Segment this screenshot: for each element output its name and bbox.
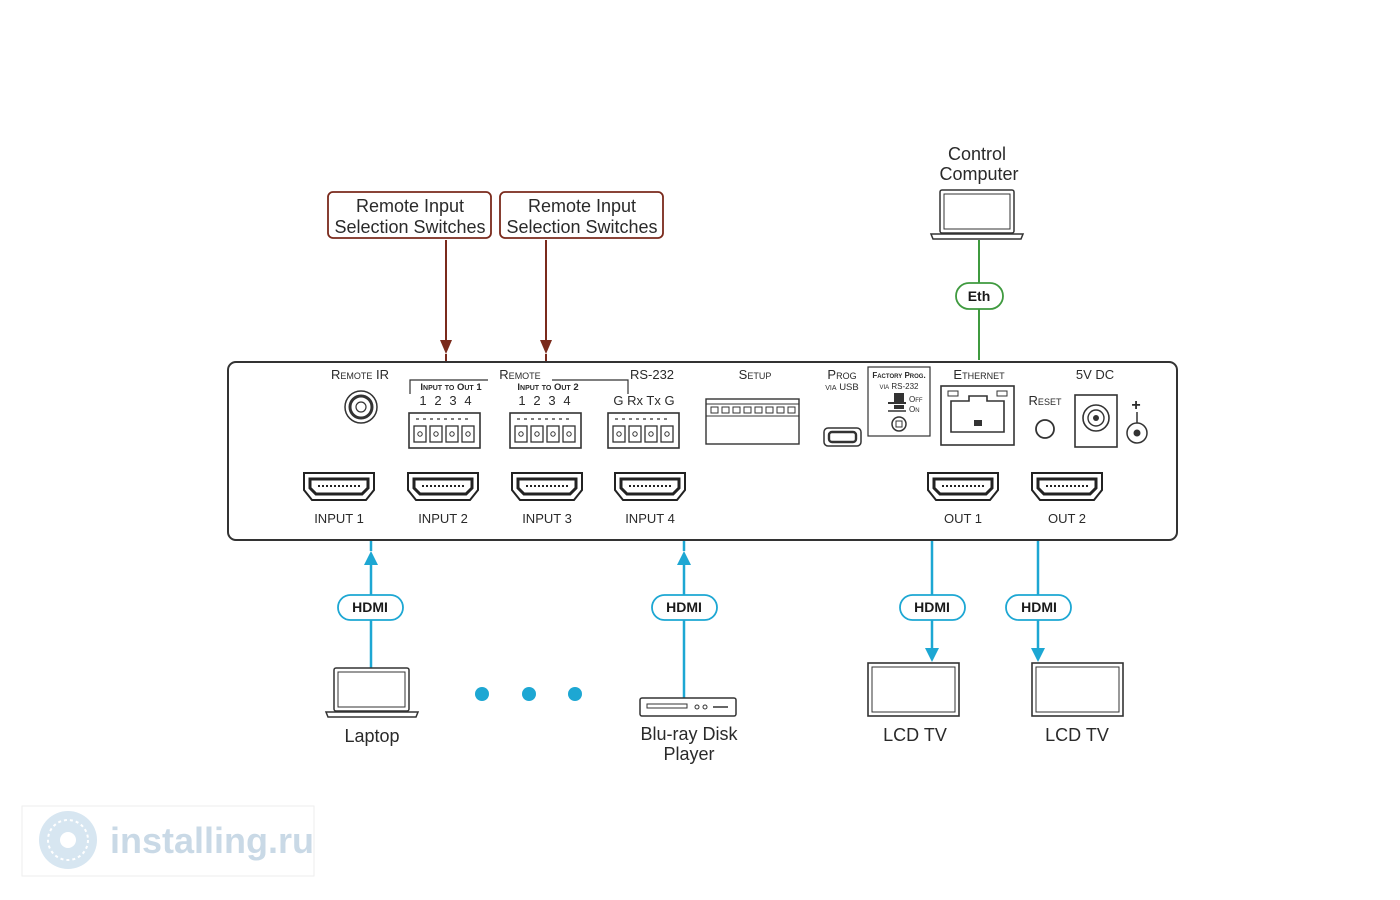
dot-2: [522, 687, 536, 701]
rs232-label: RS-232: [630, 367, 674, 382]
hdmi-input1-port-icon: [303, 472, 375, 501]
dot-3: [568, 687, 582, 701]
ethernet-port-icon: [940, 385, 1015, 446]
pin-out2-1: 1: [518, 393, 525, 408]
out2-label: OUT 2: [1048, 511, 1086, 526]
reset-button: [1035, 419, 1055, 439]
hdmi-badge-bluray: HDMI: [651, 594, 718, 621]
input2-label: INPUT 2: [418, 511, 468, 526]
terminal-block-out1: [408, 412, 481, 449]
hdmi-badge-tv2-label: HDMI: [1021, 599, 1057, 615]
bluray-device: Blu-ray Disk Player: [639, 697, 739, 764]
input-to-out2-label: Input to Out 2: [517, 382, 578, 393]
hdmi-input3-port-icon: [511, 472, 583, 501]
eth-badge: Eth: [955, 282, 1004, 310]
eth-badge-label: Eth: [968, 288, 991, 304]
hdmi-input2-port-icon: [407, 472, 479, 501]
watermark: installing.ru: [21, 805, 315, 877]
bluray-label-line2: Player: [663, 744, 714, 764]
hdmi-input4-port-icon: [614, 472, 686, 501]
dc-polarity-icon: [1126, 412, 1148, 444]
pin-out2-3: 3: [548, 393, 555, 408]
tv2-device: LCD TV: [1031, 662, 1124, 745]
callout-remote-out2: Remote Input Selection Switches: [499, 191, 664, 239]
device-rear-panel: Remote IR Remote Input to Out 1 Input to…: [227, 361, 1178, 541]
input3-label: INPUT 3: [522, 511, 572, 526]
bluray-player-icon: [639, 697, 737, 717]
tv1-label: LCD TV: [883, 725, 947, 745]
more-sources-dots: [475, 687, 582, 701]
control-computer-line2: Computer: [939, 164, 1018, 184]
watermark-text: installing.ru: [110, 820, 314, 861]
callout-remote-out1-line1: Remote Input: [356, 196, 464, 216]
hdmi-out1-port-icon: [927, 472, 999, 501]
via-rs232-label: via RS-232: [879, 382, 919, 391]
hdmi-badge-tv2: HDMI: [1005, 594, 1072, 621]
tv2-label: LCD TV: [1045, 725, 1109, 745]
watermark-logo-icon: [39, 811, 97, 869]
hdmi-badge-bluray-label: HDMI: [666, 599, 702, 615]
prog-label: Prog: [827, 367, 856, 382]
out1-label: OUT 1: [944, 511, 982, 526]
laptop-label: Laptop: [344, 726, 399, 746]
hdmi-badge-tv1: HDMI: [899, 594, 966, 621]
pin-out1-1: 1: [419, 393, 426, 408]
laptop-icon: [324, 667, 420, 718]
callout-remote-out1-line2: Selection Switches: [334, 217, 485, 237]
setup-dip-switch-icon: [705, 398, 800, 445]
hdmi-out2-port-icon: [1031, 472, 1103, 501]
input-to-out1-label: Input to Out 1: [420, 382, 482, 393]
pin-out1-3: 3: [449, 393, 456, 408]
callout-remote-out2-line1: Remote Input: [528, 196, 636, 216]
terminal-block-rs232: [607, 412, 680, 449]
dc-power-jack-icon: [1074, 394, 1118, 448]
pin-out2-2: 2: [533, 393, 540, 408]
factory-switch-icon: [888, 393, 907, 432]
laptop-icon: [929, 189, 1025, 240]
on-label: On: [909, 405, 920, 414]
rs232-pins-label: G Rx Tx G: [613, 393, 674, 408]
dc-plus-label: +: [1131, 397, 1140, 414]
hdmi-badge-laptop-label: HDMI: [352, 599, 388, 615]
dot-1: [475, 687, 489, 701]
off-label: Off: [909, 395, 923, 404]
mini-usb-port-icon: [823, 427, 862, 447]
remote-ir-label: Remote IR: [331, 367, 389, 382]
dc-label: 5V DC: [1076, 367, 1114, 382]
input1-label: INPUT 1: [314, 511, 364, 526]
callout-remote-out1: Remote Input Selection Switches: [327, 191, 492, 239]
remote-label: Remote: [499, 367, 540, 382]
tv-icon: [867, 662, 960, 717]
bluray-label-line1: Blu-ray Disk: [640, 724, 738, 744]
pin-out2-4: 4: [563, 393, 570, 408]
ethernet-label: Ethernet: [953, 367, 1005, 382]
control-computer-line1: Control: [948, 144, 1006, 164]
callout-remote-out2-line2: Selection Switches: [506, 217, 657, 237]
pin-out1-2: 2: [434, 393, 441, 408]
control-computer: Control Computer: [929, 144, 1025, 240]
terminal-block-out2: [509, 412, 582, 449]
reset-label: Reset: [1029, 393, 1062, 408]
setup-label: Setup: [739, 367, 772, 382]
via-usb-label: via USB: [825, 382, 858, 393]
tv1-device: LCD TV: [867, 662, 960, 745]
tv-icon: [1031, 662, 1124, 717]
hdmi-badge-laptop: HDMI: [337, 594, 404, 621]
factory-prog-label: Factory Prog.: [872, 371, 925, 380]
remote-ir-sensor-icon: [344, 390, 378, 424]
input4-label: INPUT 4: [625, 511, 675, 526]
hdmi-badge-tv1-label: HDMI: [914, 599, 950, 615]
laptop-device: Laptop: [324, 667, 420, 746]
pin-out1-4: 4: [464, 393, 471, 408]
